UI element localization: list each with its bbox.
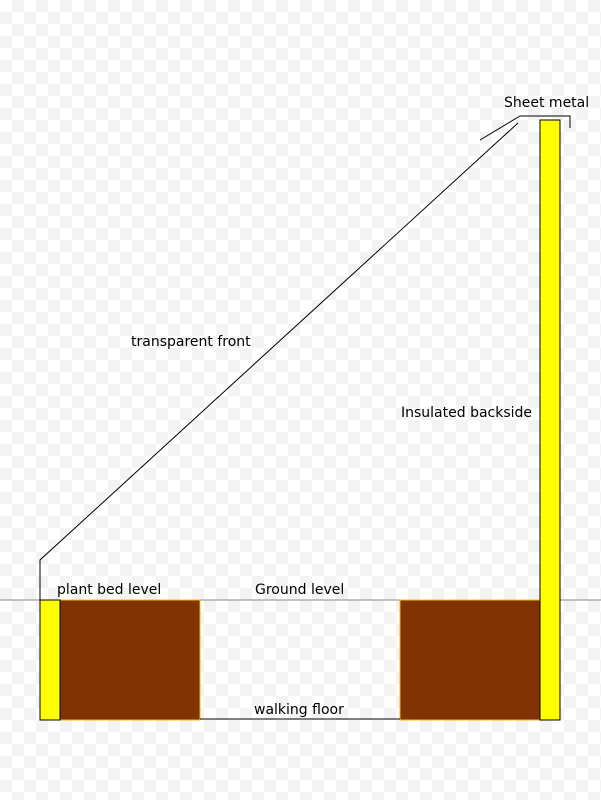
right-plant-bed: [399, 599, 541, 721]
insulated-backside-label: Insulated backside: [401, 405, 532, 421]
transparent-front-outline: [39, 122, 519, 600]
plant-bed-level-label: plant bed level: [57, 582, 161, 598]
ground-level-label: Ground level: [255, 582, 344, 598]
sheet-metal-label: Sheet metal: [504, 95, 589, 111]
back-insulation-wall: [539, 119, 561, 721]
walking-floor-label: walking floor: [254, 702, 344, 718]
left-plant-bed: [59, 599, 201, 721]
transparent-front-label: transparent front: [131, 334, 251, 350]
sheet-metal-cap: [479, 115, 571, 141]
front-insulation-wall: [39, 599, 61, 721]
